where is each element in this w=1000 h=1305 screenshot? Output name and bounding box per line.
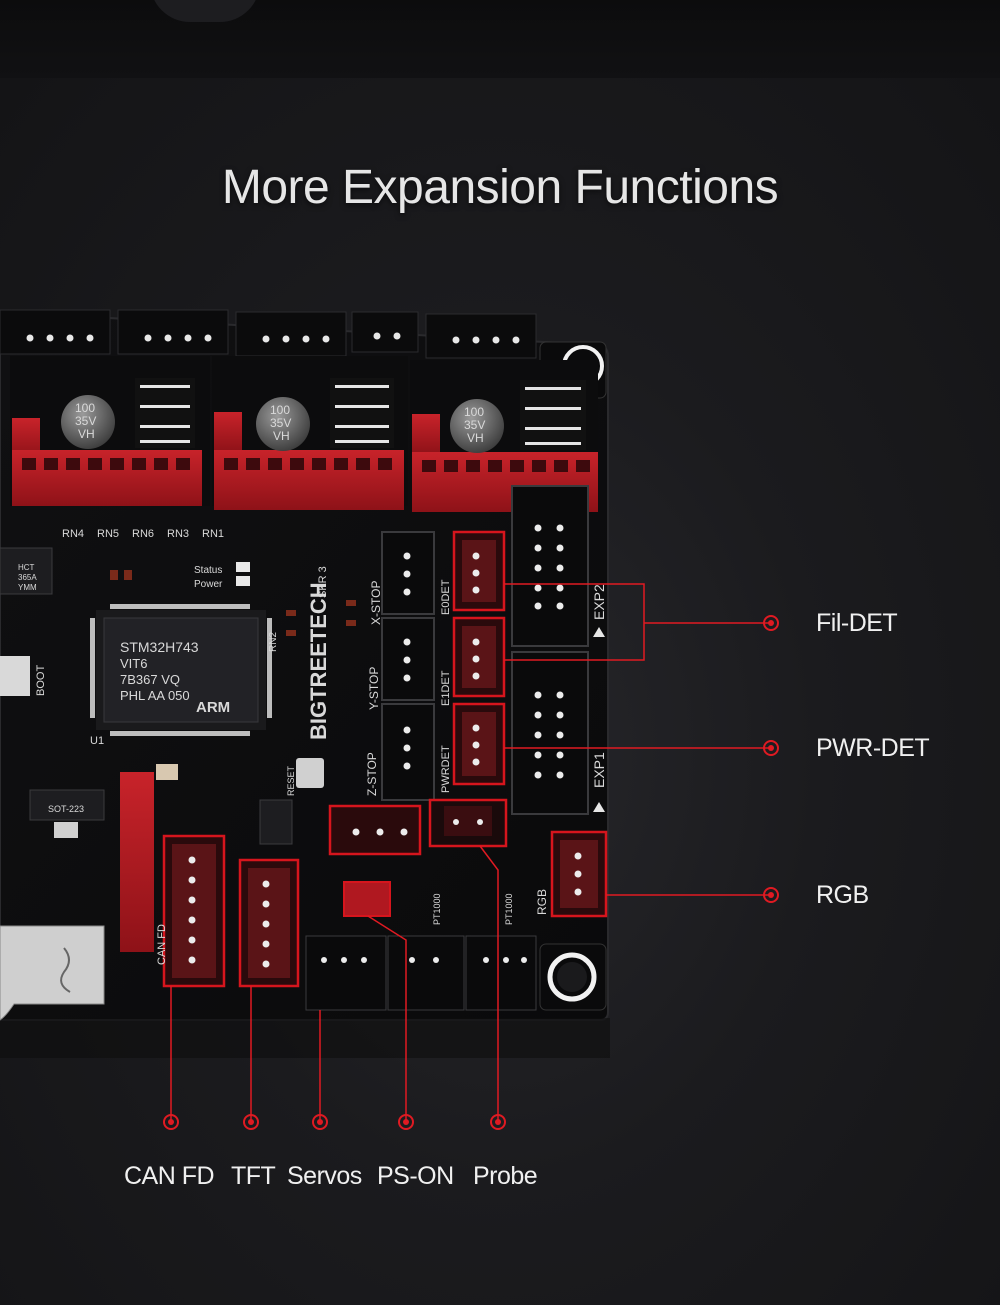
svg-text:RN3: RN3 [167,528,189,540]
page-title: More Expansion Functions [221,161,779,214]
top-motor-connectors [0,309,537,359]
top-shadow [150,0,260,22]
rn2-silk: RN2 [268,632,279,652]
svg-text:100: 100 [464,405,484,419]
e1det-silk: E1DET [440,670,452,706]
svg-text:100: 100 [270,403,290,417]
callout-lines-right [504,583,770,896]
dot-tft [243,1114,259,1130]
rgb-connector [550,830,608,918]
sd-card-slot [0,925,105,1021]
mcu-line-3: 7B367 VQ [120,672,180,687]
pt1000-silk-1: PT1000 [432,893,442,925]
svg-text:100: 100 [75,401,95,415]
svg-text:35V: 35V [75,414,96,428]
driver-socket-1: 100 35V VH [10,356,210,506]
top-band [0,0,1000,78]
reset-silk: RESET [286,765,296,796]
hct-line-3: YMM [18,583,37,592]
callout-tft: TFT [231,1162,276,1190]
y-stop-silk: Y-STOP [367,667,381,710]
x-stop-silk: X-STOP [369,581,383,625]
exp1-silk: EXP1 [591,752,607,788]
power-silk: Power [194,579,223,590]
rgb-silk: RGB [535,889,549,915]
endstop-connectors [381,531,435,801]
can-tft-connectors [120,772,300,988]
dot-servos [312,1114,328,1130]
e0det-silk: E0DET [440,579,452,615]
svg-text:RN5: RN5 [97,528,119,540]
mcu-line-5: ARM [196,699,230,716]
dot-ps-on [398,1114,414,1130]
callout-fil-det: Fil-DET [816,609,898,637]
callout-servos: Servos [287,1162,362,1190]
boot-button [0,656,30,696]
callout-rgb: RGB [816,881,869,909]
exp2-header [511,485,605,647]
dot-can-fd [163,1114,179,1130]
svg-text:VH: VH [273,429,290,443]
dot-probe [490,1114,506,1130]
status-silk: Status [194,565,222,576]
callout-can-fd: CAN FD [124,1162,215,1190]
svg-text:VH: VH [467,431,484,445]
boot-silk: BOOT [35,665,47,696]
hct-line-2: 365A [18,573,37,582]
exp2-silk: EXP2 [591,584,607,620]
pt1000-silk-2: PT1000 [504,893,514,925]
exp1-header [511,651,605,815]
hct-line-1: HCT [18,563,35,572]
svg-text:35V: 35V [270,416,291,430]
mcu-chip: STM32H743 VIT6 7B367 VQ PHL AA 050 ARM [90,604,272,736]
dot-fil-det [763,615,779,631]
rn-labels: RN4 RN5 RN6 RN3 RN1 [62,528,224,540]
can-fd-silk: CAN FD [156,924,168,965]
model-silk: SKR 3 [317,566,329,598]
svg-text:VH: VH [78,427,95,441]
mcu-line-4: PHL AA 050 [120,688,190,703]
callout-dots [163,615,779,1130]
det-connectors [452,530,506,786]
svg-text:35V: 35V [464,418,485,432]
dot-rgb [763,887,779,903]
small-components [0,547,293,845]
svg-text:RN4: RN4 [62,528,84,540]
callout-pwr-det: PWR-DET [816,734,930,762]
lower-small-connectors [328,798,508,917]
brand-silk: BIGTREETECH [306,582,331,740]
callout-lines-bottom [170,845,499,1122]
mcu-line-1: STM32H743 [120,639,199,655]
mounting-hole-bottom [539,943,607,1011]
svg-text:RN1: RN1 [202,528,224,540]
reset-button [296,758,324,788]
pwrdet-silk: PWRDET [440,745,452,793]
callout-ps-on: PS-ON [377,1162,454,1190]
mcu-line-2: VIT6 [120,656,147,671]
svg-text:RN6: RN6 [132,528,154,540]
z-stop-silk: Z-STOP [365,752,379,796]
sot-silk: SOT-223 [48,804,84,814]
dot-pwr-det [763,740,779,756]
driver-socket-2: 100 35V VH [212,356,408,510]
u1-silk: U1 [90,735,104,747]
bottom-black-connectors [305,935,537,1011]
pcb-edge-shadow [0,1018,610,1058]
callout-probe: Probe [473,1162,538,1190]
